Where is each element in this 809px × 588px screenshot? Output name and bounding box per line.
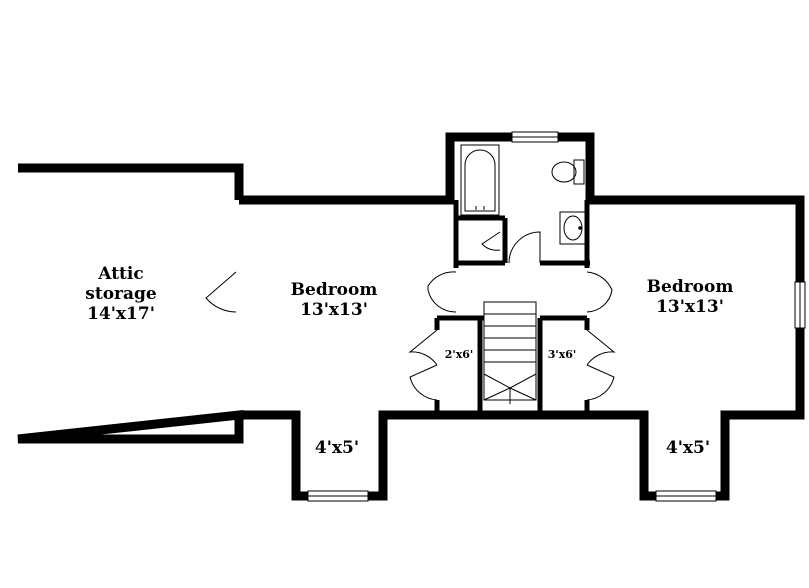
bathtub-icon	[460, 144, 500, 216]
fixtures	[460, 144, 587, 404]
closet-left-label: 2'x6'	[445, 348, 474, 361]
bedroom-right-label-1: Bedroom	[647, 277, 734, 297]
doors	[205, 231, 616, 401]
door-closet-right	[586, 329, 616, 401]
nook-left-label: 4'x5'	[315, 438, 359, 458]
nook-right-label: 4'x5'	[666, 438, 710, 458]
attic-label-3: 14'x17'	[87, 304, 155, 324]
door-hall-left	[427, 271, 457, 313]
stairs-icon	[483, 301, 537, 404]
door-closet-left	[408, 329, 438, 401]
room-labels: Attic storage 14'x17' Bedroom 13'x13' Be…	[85, 264, 733, 458]
bedroom-right-label-2: 13'x13'	[656, 297, 724, 317]
attic-label-1: Attic	[97, 264, 143, 284]
bedroom-left-label-1: Bedroom	[291, 280, 378, 300]
attic-wall	[17, 163, 244, 444]
toilet-icon	[551, 159, 585, 185]
closet-right-label: 3'x6'	[548, 348, 577, 361]
sink-icon	[559, 211, 587, 245]
door-bath	[508, 231, 541, 264]
bedroom-left-label-2: 13'x13'	[300, 300, 368, 320]
attic-label-2: storage	[85, 284, 157, 304]
interior-walls	[434, 200, 590, 412]
door-linen	[481, 231, 501, 251]
windows	[307, 131, 806, 502]
door-hall-right	[586, 271, 613, 313]
door-attic	[205, 271, 237, 313]
